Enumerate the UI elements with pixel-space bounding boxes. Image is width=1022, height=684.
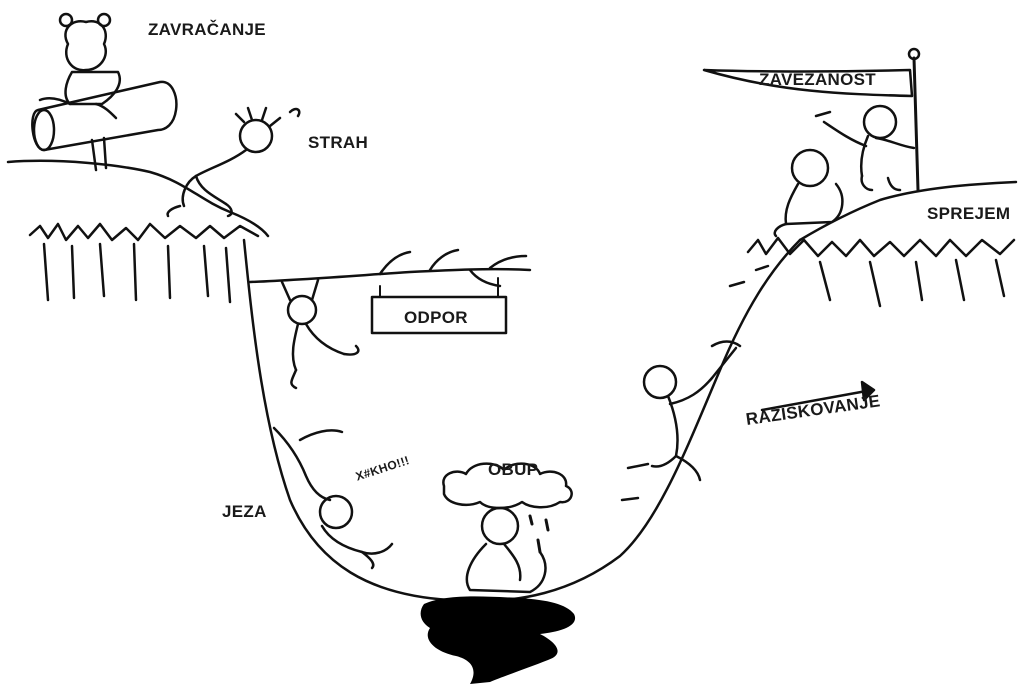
- valley-curve: [244, 240, 800, 601]
- label-jeza: JEZA: [222, 502, 267, 522]
- left-cliff-grass: [30, 224, 258, 240]
- label-zavracanje: ZAVRAČANJE: [148, 20, 266, 40]
- accepting-figure-icon: [775, 150, 843, 236]
- label-sprejem: SPREJEM: [927, 204, 1010, 224]
- branch: [250, 269, 530, 282]
- label-strah: STRAH: [308, 133, 368, 153]
- puddle: [421, 596, 575, 684]
- label-obup: OBUP: [488, 460, 538, 480]
- flag-waving-figure-icon: [816, 106, 914, 190]
- hanging-figure-icon: [282, 280, 358, 388]
- climbing-figure-icon: [644, 342, 740, 481]
- left-cliff-wall: [44, 244, 230, 302]
- despair-figure-icon: [467, 508, 546, 592]
- angry-falling-figure-icon: [274, 428, 392, 568]
- label-zavezanost: ZAVEZANOST: [759, 70, 876, 90]
- left-cliff-top: [8, 161, 268, 236]
- label-odpor: ODPOR: [404, 308, 468, 328]
- right-cliff-wall: [820, 260, 1004, 306]
- scared-figure-icon: [168, 108, 300, 216]
